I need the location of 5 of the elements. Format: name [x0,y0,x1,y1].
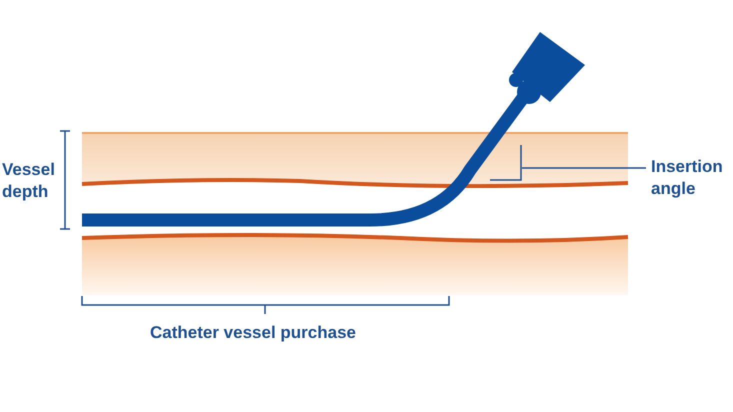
callout-text: Insertion angle [651,156,733,200]
leader-line [522,167,646,169]
angle-marker [488,143,524,183]
dimension-label: Vessel depth [2,159,56,203]
dimension-label: Catheter vessel purchase [150,322,357,344]
